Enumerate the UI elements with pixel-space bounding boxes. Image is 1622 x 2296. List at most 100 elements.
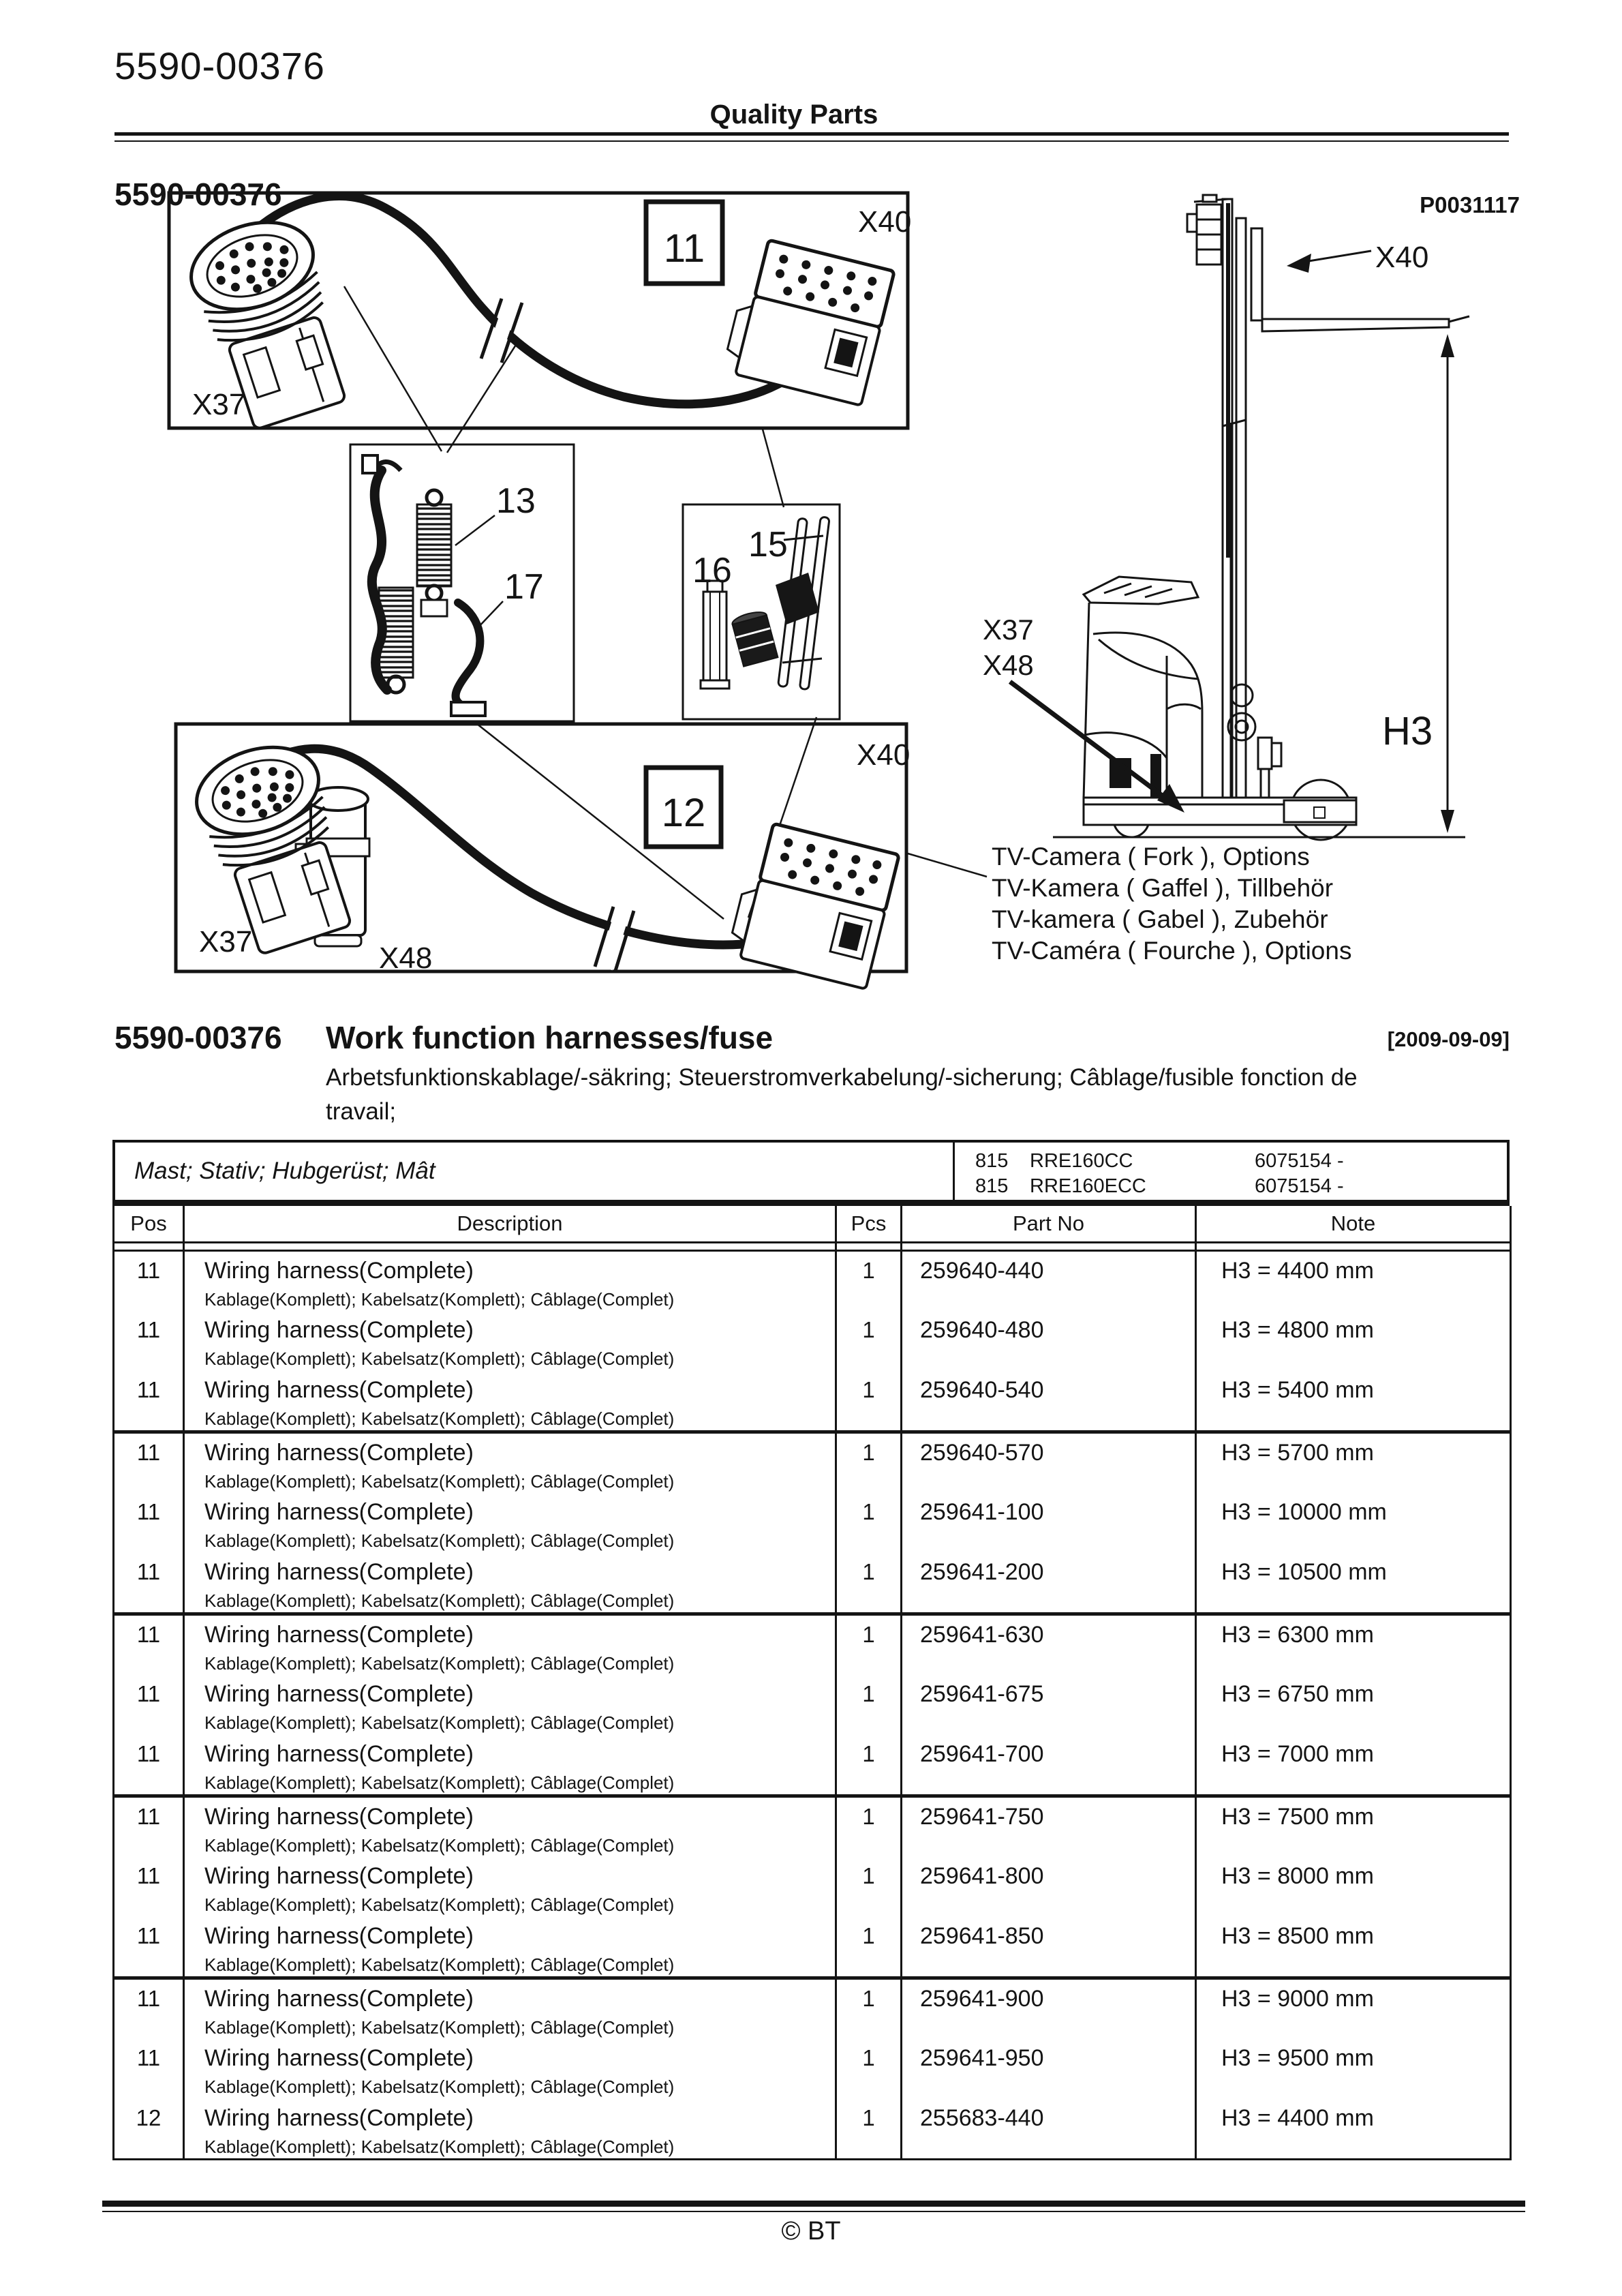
- pos-cell: 11: [112, 2038, 185, 2099]
- pcs-cell: 1: [835, 1370, 902, 1432]
- pos-cell: 11: [112, 1794, 185, 1857]
- table-row: 11 Wiring harness(Complete) Kablage(Komp…: [112, 1856, 1512, 1917]
- part-no-cell: 259640-440: [900, 1250, 1197, 1311]
- truck-x48-label: X48: [983, 649, 1034, 681]
- description-translations: Kablage(Komplett); Kabelsatz(Komplett); …: [204, 1530, 675, 1551]
- item-17-label: 17: [504, 567, 544, 607]
- pcs-cell: 1: [835, 1674, 902, 1735]
- parts-table-body: 11 Wiring harness(Complete) Kablage(Komp…: [112, 1242, 1512, 2159]
- description-translations: Kablage(Komplett); Kabelsatz(Komplett); …: [204, 1712, 675, 1733]
- table-row: 11 Wiring harness(Complete) Kablage(Komp…: [112, 2038, 1512, 2099]
- description: Wiring harness(Complete): [204, 1985, 474, 2012]
- springs-box: [349, 443, 575, 723]
- pcs-cell: 1: [835, 1310, 902, 1371]
- pos-cell: 11: [112, 1976, 185, 2039]
- note-cell: H3 = 9000 mm: [1195, 1976, 1512, 2039]
- cable-break-mark-2: [593, 906, 636, 971]
- part-no-cell: 259641-630: [900, 1612, 1197, 1675]
- note-cell: H3 = 10500 mm: [1195, 1552, 1512, 1614]
- pcs-cell: 1: [835, 1250, 902, 1311]
- parts-table: Pos Description Pcs Part No Note 11 Wiri…: [112, 1206, 1512, 2160]
- pcs-cell: 1: [835, 1552, 902, 1614]
- x48-label-box2: X48: [379, 941, 432, 975]
- header-separator: [112, 1242, 1512, 1252]
- table-row: 11 Wiring harness(Complete) Kablage(Komp…: [112, 1734, 1512, 1796]
- model-serial: 6075154 -: [1255, 1175, 1344, 1197]
- section-subtitle: Arbetsfunktionskablage/-säkring; Steuers…: [326, 1061, 1358, 1129]
- item-16-label: 16: [692, 551, 732, 590]
- pos-cell: 11: [112, 1552, 185, 1614]
- header-rule-thin: [114, 140, 1509, 142]
- description-translations: Kablage(Komplett); Kabelsatz(Komplett); …: [204, 1834, 675, 1856]
- pos-cell: 11: [112, 1734, 185, 1796]
- description-translations: Kablage(Komplett); Kabelsatz(Komplett); …: [204, 1772, 675, 1793]
- description-translations: Kablage(Komplett); Kabelsatz(Komplett); …: [204, 1470, 675, 1492]
- part-no-cell: 259641-700: [900, 1734, 1197, 1796]
- table-row: 11 Wiring harness(Complete) Kablage(Komp…: [112, 1552, 1512, 1614]
- x40-label-box2: X40: [857, 738, 910, 772]
- pos-cell: 11: [112, 1916, 185, 1978]
- document-number-header: 5590-00376: [114, 44, 325, 87]
- note-cell: H3 = 7500 mm: [1195, 1794, 1512, 1857]
- description: Wiring harness(Complete): [204, 1439, 474, 1466]
- x40-label-box1: X40: [858, 205, 911, 239]
- cable-break-mark: [479, 298, 524, 363]
- subtitle-line1: Arbetsfunktionskablage/-säkring; Steuers…: [326, 1064, 1358, 1091]
- note-cell: H3 = 4400 mm: [1195, 1250, 1512, 1311]
- pcs-cell: 1: [835, 2038, 902, 2099]
- table-header-row: Pos Description Pcs Part No Note: [112, 1206, 1512, 1243]
- spring-parts: [361, 454, 504, 717]
- part-no-cell: 259641-950: [900, 2038, 1197, 2099]
- description-translations: Kablage(Komplett); Kabelsatz(Komplett); …: [204, 1590, 675, 1611]
- model-code: 815: [975, 1175, 1009, 1197]
- variant-label: Mast; Stativ; Hubgerüst; Mât: [115, 1143, 955, 1200]
- parts-table-wrapper: Pos Description Pcs Part No Note 11 Wiri…: [112, 1206, 1512, 2160]
- description-translations: Kablage(Komplett); Kabelsatz(Komplett); …: [204, 1408, 675, 1429]
- item-12-label: 12: [662, 791, 706, 835]
- description: Wiring harness(Complete): [204, 1680, 474, 1707]
- part-no-cell: 259641-200: [900, 1552, 1197, 1614]
- pos-cell: 11: [112, 1310, 185, 1371]
- item-12-box: [643, 765, 724, 849]
- truck-x37-label: X37: [983, 614, 1034, 646]
- item-11-label: 11: [664, 226, 705, 271]
- description: Wiring harness(Complete): [204, 1862, 474, 1889]
- description-translations: Kablage(Komplett); Kabelsatz(Komplett); …: [204, 1652, 675, 1674]
- part-no-cell: 259641-750: [900, 1794, 1197, 1857]
- fuse-box: [682, 503, 841, 721]
- description: Wiring harness(Complete): [204, 1376, 474, 1403]
- description-translations: Kablage(Komplett); Kabelsatz(Komplett); …: [204, 1954, 675, 1975]
- item-11-box: [643, 199, 725, 286]
- description-translations: Kablage(Komplett); Kabelsatz(Komplett); …: [204, 1894, 675, 1915]
- pcs-cell: 1: [835, 1734, 902, 1796]
- caption-line-de: TV-kamera ( Gabel ), Zubehör: [992, 905, 1328, 933]
- note-cell: H3 = 7000 mm: [1195, 1734, 1512, 1796]
- col-pos: Pos: [112, 1206, 185, 1243]
- footer-rule: [102, 2201, 1525, 2207]
- part-no-cell: 259641-100: [900, 1492, 1197, 1553]
- header-rule: [114, 132, 1509, 136]
- section-title: Work function harnesses/fuse: [326, 1020, 774, 1055]
- cable-11: [241, 192, 787, 409]
- description: Wiring harness(Complete): [204, 1922, 474, 1949]
- description: Wiring harness(Complete): [204, 1257, 474, 1284]
- pcs-cell: 1: [835, 1492, 902, 1553]
- table-row: 12 Wiring harness(Complete) Kablage(Komp…: [112, 2098, 1512, 2159]
- caption-line-fr: TV-Caméra ( Fourche ), Options: [992, 937, 1352, 965]
- description: Wiring harness(Complete): [204, 1803, 474, 1830]
- table-row: 11 Wiring harness(Complete) Kablage(Komp…: [112, 1976, 1512, 2039]
- description: Wiring harness(Complete): [204, 2044, 474, 2071]
- description: Wiring harness(Complete): [204, 1316, 474, 1343]
- footer-rule-thin: [102, 2211, 1525, 2212]
- description: Wiring harness(Complete): [204, 2104, 474, 2131]
- model-code: 815: [975, 1150, 1009, 1172]
- col-part-no: Part No: [900, 1206, 1197, 1243]
- pcs-cell: 1: [835, 2098, 902, 2159]
- note-cell: H3 = 8000 mm: [1195, 1856, 1512, 1917]
- part-no-cell: 259640-540: [900, 1370, 1197, 1432]
- col-pcs: Pcs: [835, 1206, 902, 1243]
- description-translations: Kablage(Komplett); Kabelsatz(Komplett); …: [204, 1348, 675, 1369]
- plate-number: P0031117: [1420, 192, 1520, 217]
- table-row: 11 Wiring harness(Complete) Kablage(Komp…: [112, 1430, 1512, 1493]
